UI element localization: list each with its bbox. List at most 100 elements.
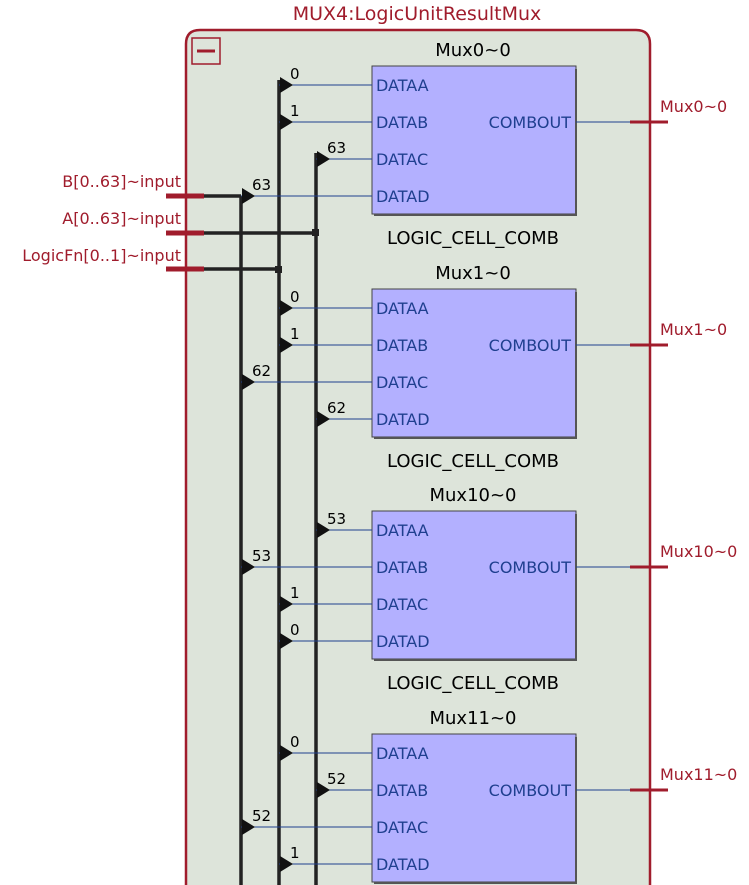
- pin-arrow-icon: [280, 337, 293, 353]
- module-group[interactable]: MUX4:LogicUnitResultMux: [184, 3, 652, 885]
- pin-arrow-icon: [317, 782, 330, 798]
- pin-label: DATAD: [376, 410, 430, 429]
- pin-arrow-icon: [280, 633, 293, 649]
- combout-pin-label: COMBOUT: [489, 336, 572, 355]
- pin-label: DATAD: [376, 632, 430, 651]
- pin-label: DATAB: [376, 336, 428, 355]
- pin-label: DATAB: [376, 558, 428, 577]
- bit-index-label: 0: [290, 621, 300, 639]
- module-box[interactable]: [184, 28, 652, 885]
- pin-label: DATAC: [376, 818, 428, 837]
- bit-index-label: 0: [290, 65, 300, 83]
- combout-pin-label: COMBOUT: [489, 558, 572, 577]
- pin-arrow-icon: [280, 856, 293, 872]
- pin-arrow-icon: [280, 596, 293, 612]
- pin-label: DATAB: [376, 113, 428, 132]
- bit-index-label: 52: [252, 807, 271, 825]
- bit-index-label: 1: [290, 844, 300, 862]
- pin-label: DATAC: [376, 150, 428, 169]
- input-port-label: B[0..63]~input: [62, 172, 181, 191]
- pin-label: DATAA: [376, 76, 429, 95]
- pin-arrow-icon: [280, 745, 293, 761]
- bit-index-label: 53: [252, 547, 271, 565]
- pin-label: DATAA: [376, 744, 429, 763]
- logic-cell[interactable]: Mux10~0LOGIC_CELL_COMBCOMBOUTMux10~053DA…: [241, 485, 737, 694]
- pin-label: DATAD: [376, 855, 430, 874]
- bit-index-label: 63: [252, 176, 271, 194]
- bit-index-label: 63: [327, 139, 346, 157]
- cell-type: LOGIC_CELL_COMB: [387, 673, 559, 694]
- pin-arrow-icon: [242, 188, 255, 204]
- cell-name: Mux10~0: [429, 485, 516, 506]
- bit-index-label: 53: [327, 510, 346, 528]
- cell-block[interactable]: [371, 65, 577, 215]
- bit-index-label: 1: [290, 325, 300, 343]
- bit-index-label: 62: [252, 362, 271, 380]
- input-port-label: LogicFn[0..1]~input: [22, 246, 181, 265]
- bit-index-label: 62: [327, 399, 346, 417]
- cell-name: Mux0~0: [435, 40, 511, 61]
- bus-a[interactable]: [204, 153, 319, 885]
- pin-label: DATAD: [376, 187, 430, 206]
- input-port-label: A[0..63]~input: [62, 209, 181, 228]
- input-port-logicfn[interactable]: LogicFn[0..1]~input: [22, 246, 204, 272]
- bit-index-label: 1: [290, 102, 300, 120]
- output-port-label: Mux11~0: [660, 765, 737, 784]
- pin-arrow-icon: [280, 300, 293, 316]
- minus-icon[interactable]: [191, 37, 221, 65]
- pin-arrow-icon: [242, 374, 255, 390]
- cell-type: LOGIC_CELL_COMB: [387, 451, 559, 472]
- cell-block[interactable]: [371, 288, 577, 438]
- logic-cell[interactable]: Mux11~0LOGIC_CELL_COMBCOMBOUTMux11~00DAT…: [241, 708, 737, 885]
- bus-b[interactable]: [204, 194, 243, 885]
- cell-name: Mux1~0: [435, 263, 511, 284]
- input-port-b[interactable]: B[0..63]~input: [62, 172, 204, 199]
- output-port-label: Mux10~0: [660, 542, 737, 561]
- pin-arrow-icon: [317, 522, 330, 538]
- bit-index-label: 1: [290, 584, 300, 602]
- bit-index-label: 0: [290, 733, 300, 751]
- cells-layer: Mux0~0LOGIC_CELL_COMBCOMBOUTMux0~00DATAA…: [241, 40, 737, 885]
- output-port-label: Mux1~0: [660, 320, 727, 339]
- cell-type: LOGIC_CELL_COMB: [387, 228, 559, 249]
- input-port-a[interactable]: A[0..63]~input: [62, 209, 204, 236]
- pin-label: DATAC: [376, 595, 428, 614]
- bit-index-label: 0: [290, 288, 300, 306]
- combout-pin-label: COMBOUT: [489, 781, 572, 800]
- pin-arrow-icon: [242, 559, 255, 575]
- pin-label: DATAB: [376, 781, 428, 800]
- bus-logicfn[interactable]: [204, 80, 282, 885]
- pin-arrow-icon: [280, 77, 293, 93]
- cell-name: Mux11~0: [429, 708, 516, 729]
- pin-label: DATAC: [376, 373, 428, 392]
- bit-index-label: 52: [327, 770, 346, 788]
- module-title: MUX4:LogicUnitResultMux: [293, 3, 542, 25]
- pin-arrow-icon: [242, 819, 255, 835]
- pin-arrow-icon: [317, 411, 330, 427]
- pin-label: DATAA: [376, 299, 429, 318]
- output-port-label: Mux0~0: [660, 97, 727, 116]
- pin-label: DATAA: [376, 521, 429, 540]
- cell-block[interactable]: [371, 510, 577, 660]
- pin-arrow-icon: [280, 114, 293, 130]
- combout-pin-label: COMBOUT: [489, 113, 572, 132]
